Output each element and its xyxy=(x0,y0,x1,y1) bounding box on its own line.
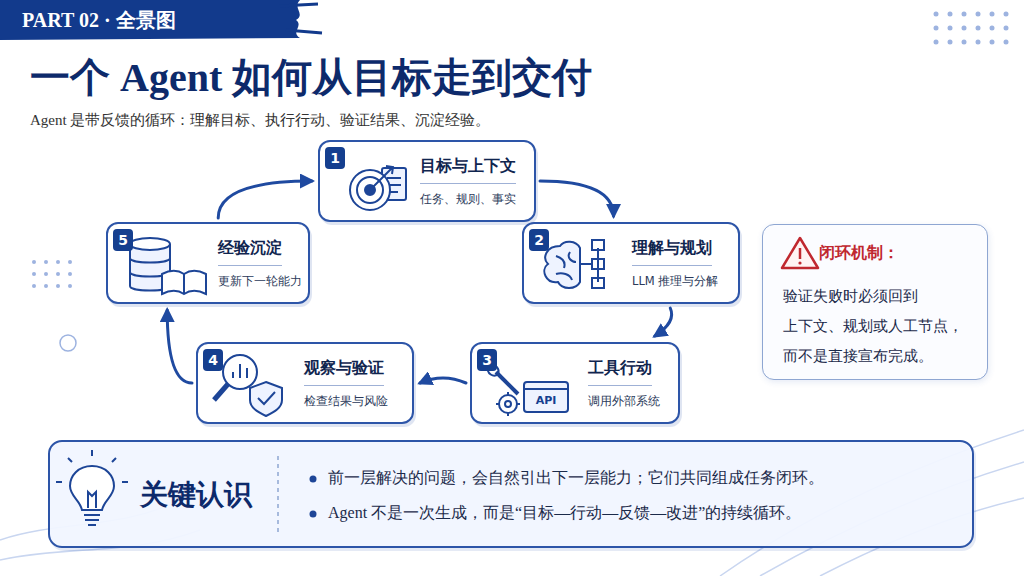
dot xyxy=(44,284,48,288)
icon-label: API xyxy=(526,391,566,411)
section-badge: PART 02 · 全景图 xyxy=(22,7,176,34)
brush-banner xyxy=(0,0,300,40)
dot xyxy=(990,12,995,17)
dot xyxy=(32,272,36,276)
flow-arrow xyxy=(540,181,614,216)
dot xyxy=(1004,12,1009,17)
flow-arrow xyxy=(218,181,312,218)
dot xyxy=(1004,40,1009,45)
process-box: 目标与上下文任务、规则、事实 xyxy=(318,140,536,222)
dot xyxy=(948,40,953,45)
insight-band: 关键认识 前一层解决的问题，会自然引出下一层能力；它们共同组成任务闭环。 Agent… xyxy=(48,440,974,548)
dot xyxy=(948,26,953,31)
process-box: 经验沉淀更新下一轮能力 xyxy=(106,222,310,304)
dot xyxy=(56,272,60,276)
step-heading: 目标与上下文 xyxy=(420,156,516,184)
brush-stroke xyxy=(280,4,322,33)
dot xyxy=(32,284,36,288)
step-detail: 更新下一轮能力 xyxy=(218,274,302,289)
callout-body: 验证失败时必须回到 上下文、规划或人工节点， 而不是直接宣布完成。 xyxy=(783,281,979,371)
callout-number: 4 xyxy=(203,349,223,371)
step-heading: 工具行动 xyxy=(588,358,652,386)
process-box: 观察与验证检查结果与风险 xyxy=(196,342,414,424)
dot xyxy=(934,40,939,45)
dot xyxy=(68,272,72,276)
callout-number: 1 xyxy=(325,147,345,169)
callout-number: 3 xyxy=(477,349,497,371)
step-detail: 检查结果与风险 xyxy=(304,394,388,409)
dot xyxy=(962,26,967,31)
dot xyxy=(934,12,939,17)
step-detail: 任务、规则、事实 xyxy=(420,192,516,207)
dot xyxy=(32,260,36,264)
ring-decoration xyxy=(60,335,76,351)
dot xyxy=(68,284,72,288)
process-box: 理解与规划 LLM 推理与分解 xyxy=(522,222,740,304)
dot xyxy=(976,26,981,31)
flow-arrow xyxy=(167,310,192,383)
dot xyxy=(962,40,967,45)
dot xyxy=(56,260,60,264)
dot xyxy=(44,272,48,276)
slide-subtitle: Agent 是带反馈的循环：理解目标、执行行动、验证结果、沉淀经验。 xyxy=(30,111,490,130)
callout-box: 闭环机制： 验证失败时必须回到 上下文、规划或人工节点， 而不是直接宣布完成。 xyxy=(762,224,988,380)
dot xyxy=(990,40,995,45)
dot xyxy=(934,26,939,31)
callout-number: 5 xyxy=(113,229,133,251)
step-detail: LLM 推理与分解 xyxy=(632,274,718,289)
callout-number: 2 xyxy=(529,229,549,251)
flow-arrow xyxy=(655,308,672,336)
flow-arrow xyxy=(420,378,466,383)
dot xyxy=(68,260,72,264)
bullet-text: 前一层解决的问题，会自然引出下一层能力；它们共同组成任务闭环。 xyxy=(328,468,824,489)
step-detail: 调用外部系统 xyxy=(588,394,660,409)
slide-title: 一个 Agent 如何从目标走到交付 xyxy=(30,50,592,105)
sketch-lines xyxy=(0,430,1024,576)
step-heading: 观察与验证 xyxy=(304,358,384,386)
dot xyxy=(948,12,953,17)
dot xyxy=(44,260,48,264)
step-heading: 经验沉淀 xyxy=(218,238,282,266)
dot xyxy=(56,284,60,288)
dot xyxy=(1004,26,1009,31)
dot xyxy=(962,12,967,17)
callout-heading: 闭环机制： xyxy=(819,243,899,264)
dot xyxy=(976,40,981,45)
band-heading: 关键认识 xyxy=(140,476,252,514)
dot xyxy=(990,26,995,31)
step-heading: 理解与规划 xyxy=(632,238,712,266)
dot xyxy=(976,12,981,17)
bullet-text: Agent 不是一次生成，而是“目标—行动—反馈—改进”的持续循环。 xyxy=(328,503,801,524)
process-box: 工具行动调用外部系统 xyxy=(470,342,680,424)
